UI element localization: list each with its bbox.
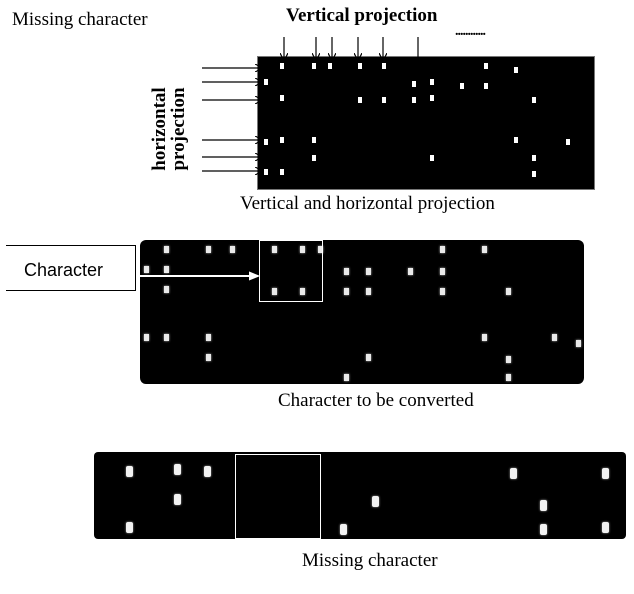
dot (602, 522, 609, 533)
character-callout-label: Character (24, 260, 104, 280)
dot (412, 97, 416, 103)
dot (412, 81, 416, 87)
dot (358, 63, 362, 69)
dot (540, 500, 547, 511)
dot (506, 374, 511, 381)
dot (344, 268, 349, 275)
top-left-title: Missing character (12, 9, 148, 30)
section2-caption: Character to be converted (278, 390, 474, 411)
dot (430, 79, 434, 85)
dot (126, 522, 133, 533)
dot (340, 524, 347, 535)
dot (280, 137, 284, 143)
dot (506, 356, 511, 363)
dot (506, 288, 511, 295)
dot (344, 374, 349, 381)
dot (532, 155, 536, 161)
dot (264, 169, 268, 175)
dot (440, 268, 445, 275)
dot (460, 83, 464, 89)
dot (552, 334, 557, 341)
dot (206, 354, 211, 361)
dot (174, 464, 181, 475)
dot (430, 95, 434, 101)
dot (440, 288, 445, 295)
dot (430, 155, 434, 161)
dot (312, 63, 316, 69)
character-panel (140, 240, 584, 384)
dot (328, 63, 332, 69)
dot (126, 466, 133, 477)
dot (510, 468, 517, 479)
dot (440, 246, 445, 253)
dot (482, 246, 487, 253)
dot (566, 139, 570, 145)
dot (540, 524, 547, 535)
dot (312, 137, 316, 143)
dot (602, 468, 609, 479)
dot (366, 354, 371, 361)
dot (514, 67, 518, 73)
dot (366, 268, 371, 275)
dot (344, 288, 349, 295)
dot (264, 79, 268, 85)
dot (514, 137, 518, 143)
dot (174, 494, 181, 505)
dot (144, 266, 149, 273)
dot (280, 95, 284, 101)
dot (206, 246, 211, 253)
missing-character-panel (94, 452, 626, 539)
dot (372, 496, 379, 507)
dot (204, 466, 211, 477)
dot (264, 139, 268, 145)
continuation-ellipsis: ............ (455, 24, 486, 39)
dot (532, 97, 536, 103)
dot (164, 286, 169, 293)
dot (484, 83, 488, 89)
dot (382, 63, 386, 69)
dot (358, 97, 362, 103)
section3-caption: Missing character (302, 550, 438, 571)
dot (382, 97, 386, 103)
vertical-projection-label: Vertical projection (286, 5, 438, 26)
dot (144, 334, 149, 341)
dot (482, 334, 487, 341)
dot (280, 169, 284, 175)
dot (300, 288, 305, 295)
projection-panel (257, 56, 595, 190)
dot (318, 246, 323, 253)
character-callout-box: Character (6, 245, 136, 291)
dot (206, 334, 211, 341)
dot (300, 246, 305, 253)
character-highlight-box (259, 240, 323, 302)
dot (484, 63, 488, 69)
dot (408, 268, 413, 275)
dot (576, 340, 581, 347)
dot (272, 288, 277, 295)
dot (280, 63, 284, 69)
dot (230, 246, 235, 253)
dot (272, 246, 277, 253)
missing-character-box (235, 454, 321, 539)
dot (164, 246, 169, 253)
dot (312, 155, 316, 161)
section1-caption: Vertical and horizontal projection (240, 193, 495, 214)
dot (532, 171, 536, 177)
dot (164, 266, 169, 273)
dot (164, 334, 169, 341)
dot (366, 288, 371, 295)
